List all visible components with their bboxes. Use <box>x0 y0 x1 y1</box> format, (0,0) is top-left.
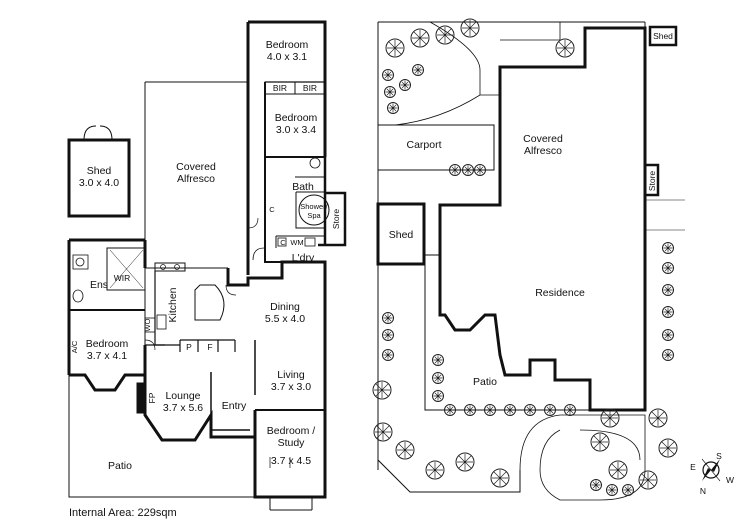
label-alfresco-1: Covered <box>176 161 216 173</box>
label-ens: Ens <box>90 279 108 291</box>
label-c-small: C <box>280 238 286 247</box>
label-main-bedroom-name: Bedroom <box>86 338 129 350</box>
label-dining-size: 5.5 x 4.0 <box>265 313 305 325</box>
label-lounge-name: Lounge <box>165 390 200 402</box>
compass-s: S <box>716 451 722 461</box>
label-bedroom-study-1: Bedroom / <box>267 425 316 437</box>
label-bir2: BIR <box>303 83 317 93</box>
label-store: Store <box>331 209 341 230</box>
label-internal-area: Internal Area: 229sqm <box>69 507 177 519</box>
compass <box>701 458 721 482</box>
label-main-bedroom-size: 3.7 x 4.1 <box>87 350 127 362</box>
vegetation <box>372 18 678 496</box>
site-label-alfresco-2: Alfresco <box>524 145 562 157</box>
label-fridge: F <box>207 342 212 352</box>
label-pantry: P <box>186 342 192 352</box>
label-bedroom1-name: Bedroom <box>266 39 309 51</box>
label-shower-2: Spa <box>307 211 321 220</box>
label-fp: FP <box>147 392 157 403</box>
label-bedroom-study-size: 3.7 x 4.5 <box>271 455 311 467</box>
site-label-residence: Residence <box>535 287 585 299</box>
shed-outline <box>67 138 131 218</box>
site-label-carport: Carport <box>406 139 441 151</box>
label-bedroom2-size: 3.0 x 3.4 <box>276 124 316 136</box>
site-label-alfresco-1: Covered <box>523 133 563 145</box>
label-living-name: Living <box>277 369 305 381</box>
label-ac: A/C <box>70 340 79 353</box>
site-label-shed: Shed <box>389 229 414 241</box>
site-plan-labels: Shed Carport Covered Alfresco Store Shed… <box>389 31 734 496</box>
site-plan <box>376 21 685 501</box>
compass-n: N <box>700 486 706 496</box>
label-shed-size: 3.0 x 4.0 <box>79 177 119 189</box>
label-wir: WIR <box>114 273 131 283</box>
label-kitchen: Kitchen <box>167 287 179 322</box>
floor-plan <box>67 20 347 511</box>
site-label-shed-top: Shed <box>653 31 673 41</box>
compass-w: W <box>726 475 734 485</box>
label-alfresco-2: Alfresco <box>177 173 215 185</box>
label-bedroom2-name: Bedroom <box>275 112 318 124</box>
label-entry: Entry <box>222 400 247 412</box>
label-wo: WO <box>143 318 152 331</box>
label-shed-name: Shed <box>87 165 112 177</box>
label-patio: Patio <box>108 460 132 472</box>
site-label-store: Store <box>647 171 657 192</box>
label-c-left: C <box>269 205 275 214</box>
floor-plan-labels: Bedroom 4.0 x 3.1 BIR BIR Bedroom 3.0 x … <box>69 39 341 519</box>
label-bath: Bath <box>292 181 314 193</box>
label-bedroom1-size: 4.0 x 3.1 <box>267 51 307 63</box>
label-shower-1: Shower/ <box>300 202 328 211</box>
label-wm: WM <box>290 238 303 247</box>
compass-e: E <box>690 462 696 472</box>
label-bedroom-study-2: Study <box>278 437 306 449</box>
site-label-patio: Patio <box>473 376 497 388</box>
label-living-size: 3.7 x 3.0 <box>271 381 311 393</box>
label-dining-name: Dining <box>270 301 300 313</box>
label-laundry: L'dry <box>292 252 315 264</box>
label-lounge-size: 3.7 x 5.6 <box>163 402 203 414</box>
label-bir1: BIR <box>273 83 287 93</box>
